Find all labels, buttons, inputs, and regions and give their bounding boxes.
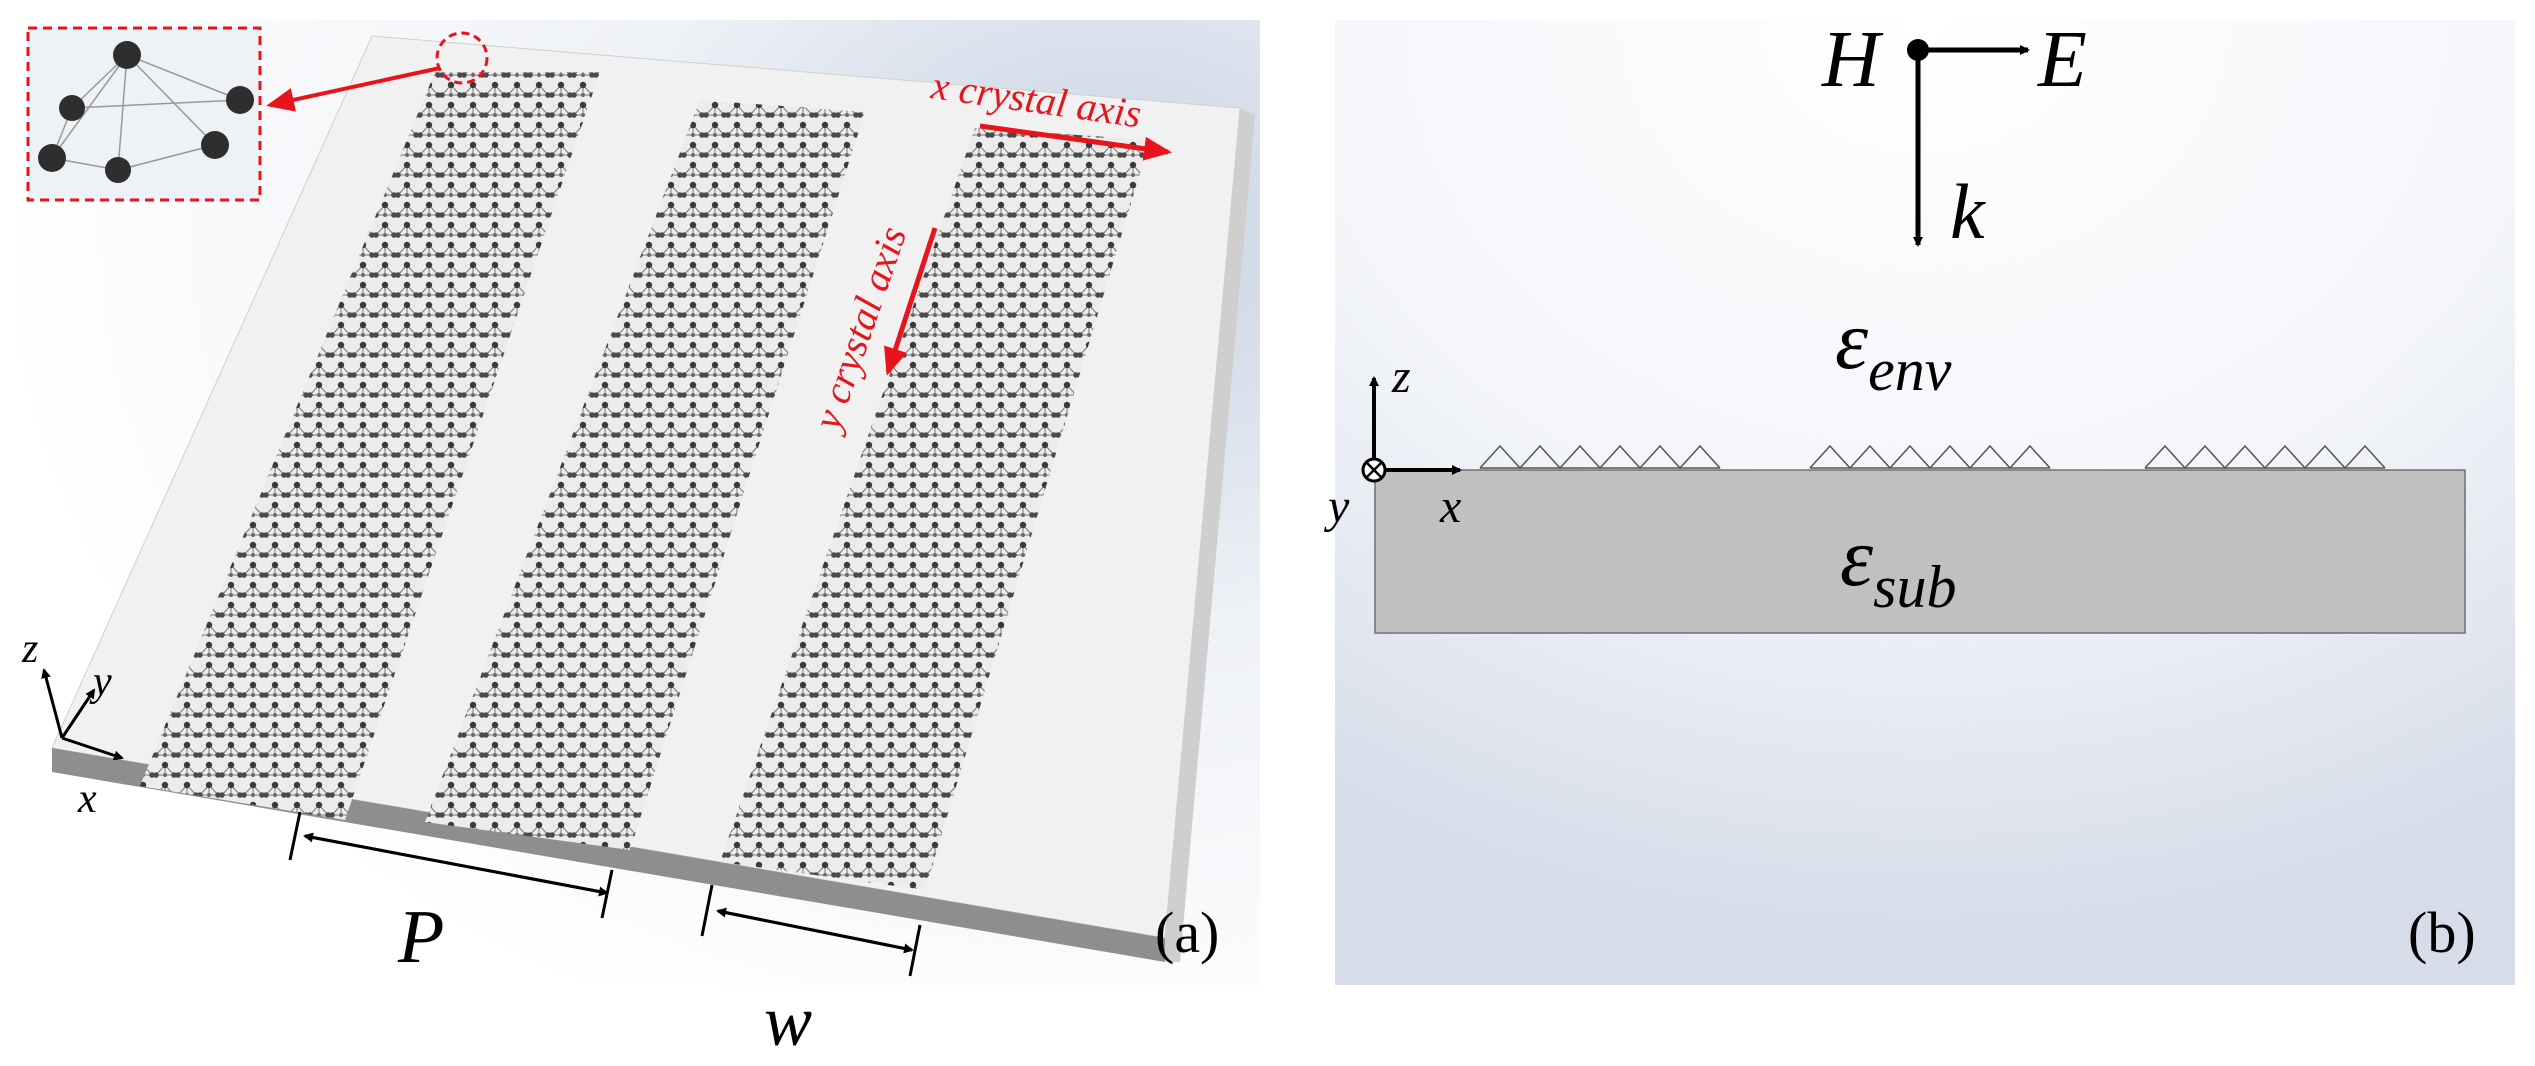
atom-cluster-inset xyxy=(26,26,262,202)
substrate-cross-section xyxy=(1374,469,2466,634)
coord-x-label: x xyxy=(77,776,97,822)
bp-ribbon xyxy=(720,128,1150,890)
coord-y-label: y xyxy=(89,659,112,705)
bp-ribbons-cross-section xyxy=(1479,444,2386,470)
bp-ribbon xyxy=(140,72,600,820)
coord-b-y-label: y xyxy=(1323,480,1350,533)
sub-permittivity-label: εsub xyxy=(1840,511,1956,620)
period-dimension xyxy=(288,811,614,919)
bp-ribbon xyxy=(425,100,865,850)
field-vectors xyxy=(1913,45,2030,247)
x-crystal-axis-arrow xyxy=(979,123,1172,161)
coord-axes-a xyxy=(41,668,124,761)
coord-b-z-label: z xyxy=(1391,350,1411,403)
coord-z-label: z xyxy=(21,626,38,672)
period-label: P xyxy=(397,895,444,979)
h-field-label: H xyxy=(1821,16,1884,104)
panel-a-label: (a) xyxy=(1155,900,1219,965)
h-field-dot xyxy=(1907,39,1929,61)
atom-highlight-circle xyxy=(435,31,489,85)
width-dimension xyxy=(700,884,922,977)
env-permittivity-label: εenv xyxy=(1835,294,1952,403)
panel-b: H E k εenv εsub xyxy=(1323,16,2515,985)
bp-ribbon-section xyxy=(1809,444,2051,470)
inset-pointer-arrow xyxy=(266,66,441,112)
k-vector-label: k xyxy=(1950,168,1986,255)
y-out-of-plane-cross xyxy=(1365,461,1383,479)
substrate-plate-edge xyxy=(1165,108,1255,962)
y-crystal-axis-arrow xyxy=(884,227,938,376)
panel-a: x crystal axis y crystal axis x y z P w … xyxy=(20,20,1260,1061)
width-label: w xyxy=(764,981,812,1061)
bp-ribbon-section xyxy=(1479,444,1721,470)
e-field-label: E xyxy=(2037,16,2087,104)
panel-b-label: (b) xyxy=(2408,900,2476,965)
coord-b-x-label: x xyxy=(1439,480,1461,533)
coord-axes-b xyxy=(1369,376,1462,475)
bp-ribbon-section xyxy=(2144,444,2386,470)
